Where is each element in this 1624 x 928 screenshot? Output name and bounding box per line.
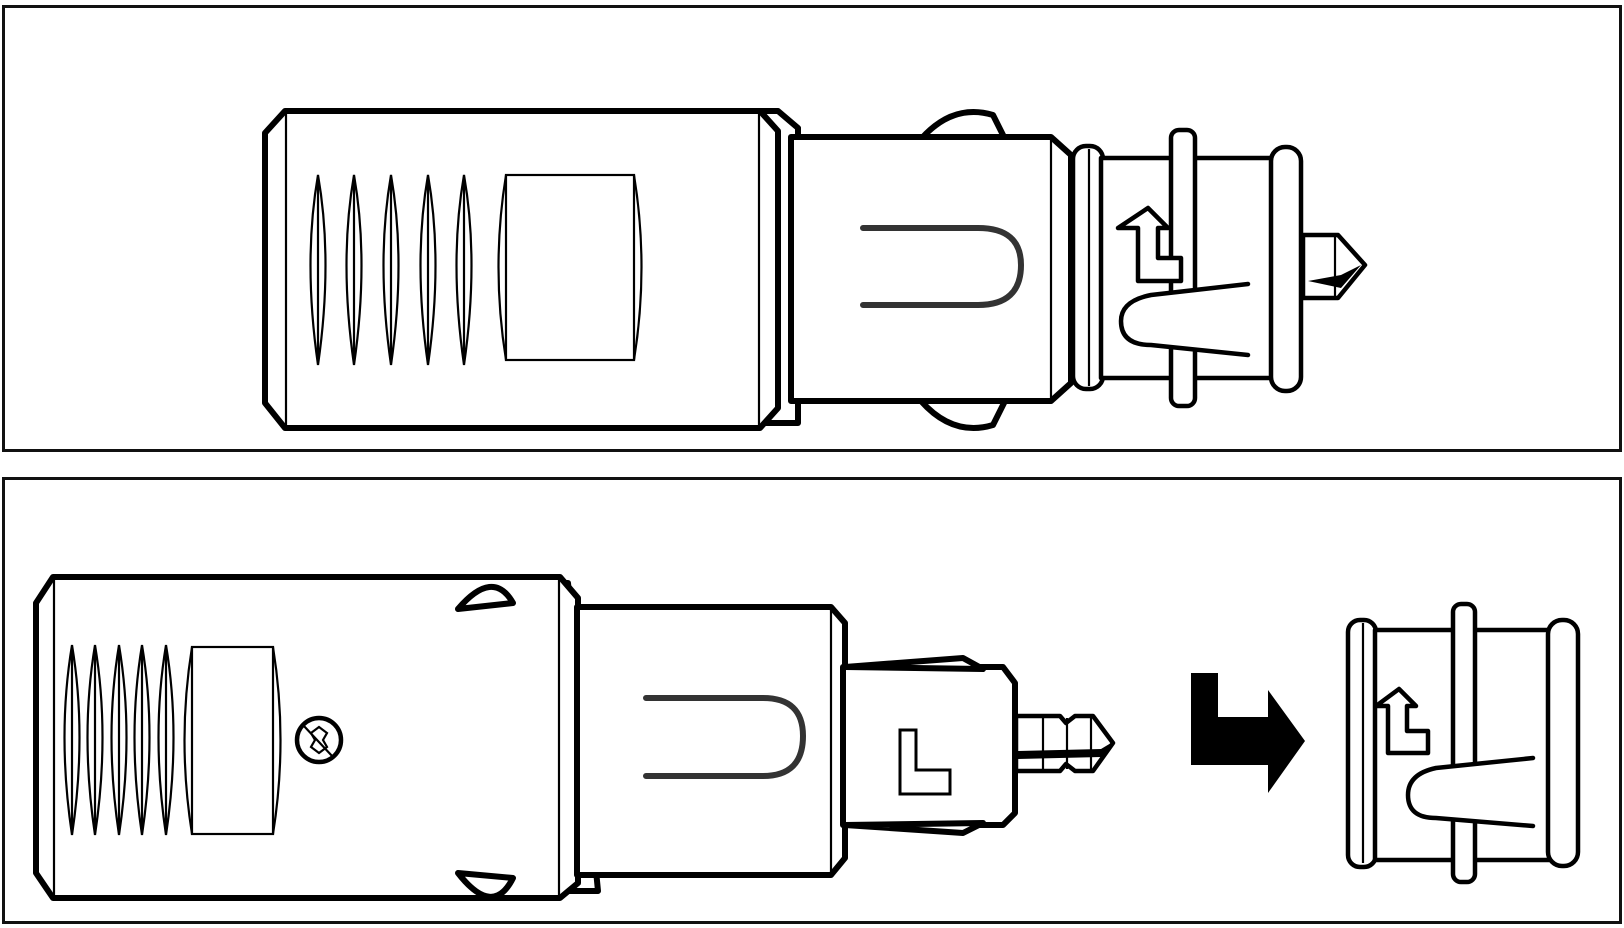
u-slot [643,695,807,779]
screw-icon [294,715,344,765]
grip-ridges [63,644,175,836]
retaining-clip [1118,281,1251,358]
tip-cap [1070,127,1304,409]
panel-tip-removed: Tip cap removed [2,477,1622,924]
label-area [497,173,643,362]
label-area [183,645,282,836]
plug-barrel [574,604,848,878]
front-bottom-ridge [842,820,986,836]
front-top-ridge [842,655,986,672]
spring-contact-bottom [918,398,1008,431]
disassembled-plug-drawing [33,574,1581,901]
assembled-plug-drawing [262,108,1368,431]
bayonet-lock-arrow-icon [1115,205,1184,284]
plug-barrel [788,134,1074,404]
direction-arrow-icon [1191,673,1305,793]
spring-contact-top [918,109,1008,142]
center-pin [1300,232,1368,301]
grip-ridges [309,174,473,366]
bayonet-lock-arrow-icon [1373,686,1431,756]
spring-contact-bottom [455,870,516,900]
removed-tip-cap [1345,601,1581,885]
fuse-center-pin [1013,713,1116,774]
plug-front-section [840,664,1018,828]
panel-assembled-plug: Assembled plug [2,5,1622,452]
u-slot [860,225,1025,308]
retaining-clip [1405,755,1536,829]
spring-contact-top [455,584,516,612]
bayonet-l-slot [898,728,952,796]
